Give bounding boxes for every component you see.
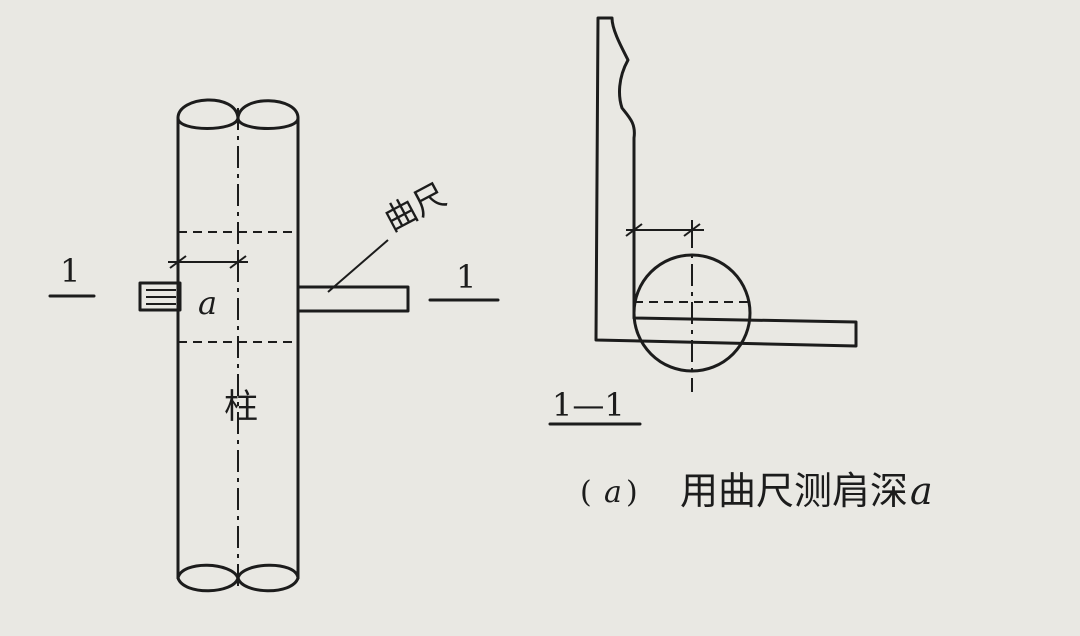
caption-text: 用曲尺测肩深 [680, 469, 908, 513]
section-1-1-view: 1—1 [548, 16, 858, 426]
column-elevation: a 柱 曲尺 [138, 98, 452, 593]
section-dim-slash-left [625, 223, 643, 237]
caption-close-paren: ) [626, 475, 638, 510]
column-bottom-outline [176, 563, 300, 593]
section-mark-right: 1 [456, 258, 476, 296]
caption-variable: a [910, 469, 933, 513]
square-ruler-outline [594, 16, 858, 348]
section-markers: 1 1 [48, 252, 500, 302]
caption-open-paren: ( [580, 475, 592, 510]
tool-leader-line [327, 239, 389, 293]
caption-index: a [604, 475, 622, 510]
dim-slash-right [229, 255, 247, 269]
dim-slash-left [169, 255, 187, 269]
section-view-label: 1—1 [552, 386, 625, 424]
figure-caption: ( a ) 用曲尺测肩深 a [580, 469, 933, 513]
ruler-bar [296, 285, 410, 313]
section-dim-slash-right [683, 223, 701, 237]
ruler-heel [138, 281, 182, 312]
tool-label: 曲尺 [378, 175, 452, 239]
dimension-label: a [198, 284, 217, 322]
section-mark-left: 1 [60, 252, 80, 290]
column-label: 柱 [224, 387, 258, 427]
